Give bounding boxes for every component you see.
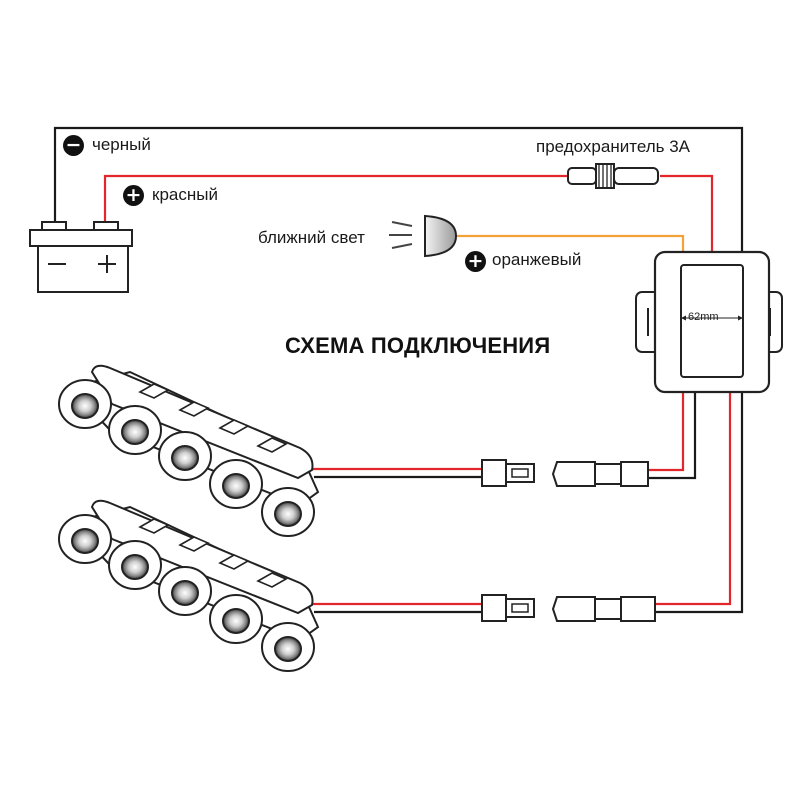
black-wire-out-1: [648, 392, 697, 480]
plug-female-1: [551, 461, 649, 487]
controller-box: [635, 250, 783, 394]
plug-male-2: [481, 594, 535, 622]
black-wire-main: [53, 126, 744, 614]
orange-wire: [452, 234, 685, 253]
controller-dimension: 62mm: [688, 311, 719, 323]
plug-female-2: [551, 596, 656, 622]
plug-male-1: [481, 459, 535, 487]
battery-icon: [29, 221, 133, 293]
minus-sign-icon: −: [63, 135, 84, 156]
label-orange-wire: оранжевый: [492, 250, 582, 269]
plus-sign-icon-orange: +: [465, 251, 486, 272]
label-fuse: предохранитель 3А: [536, 137, 690, 156]
red-wire-out-1: [648, 392, 685, 472]
red-wire-fuse-out: [660, 174, 714, 253]
headlight-icon: [389, 214, 458, 258]
label-red-wire: красный: [152, 185, 218, 204]
label-black-wire: черный: [92, 135, 151, 154]
red-wire-main: [103, 174, 570, 228]
plus-sign-icon-red: +: [123, 185, 144, 206]
fuse-icon: [567, 163, 659, 189]
red-wire-out-2: [655, 392, 732, 606]
label-low-beam: ближний свет: [258, 228, 365, 247]
diagram-title: СХЕМА ПОДКЛЮЧЕНИЯ: [285, 333, 551, 358]
